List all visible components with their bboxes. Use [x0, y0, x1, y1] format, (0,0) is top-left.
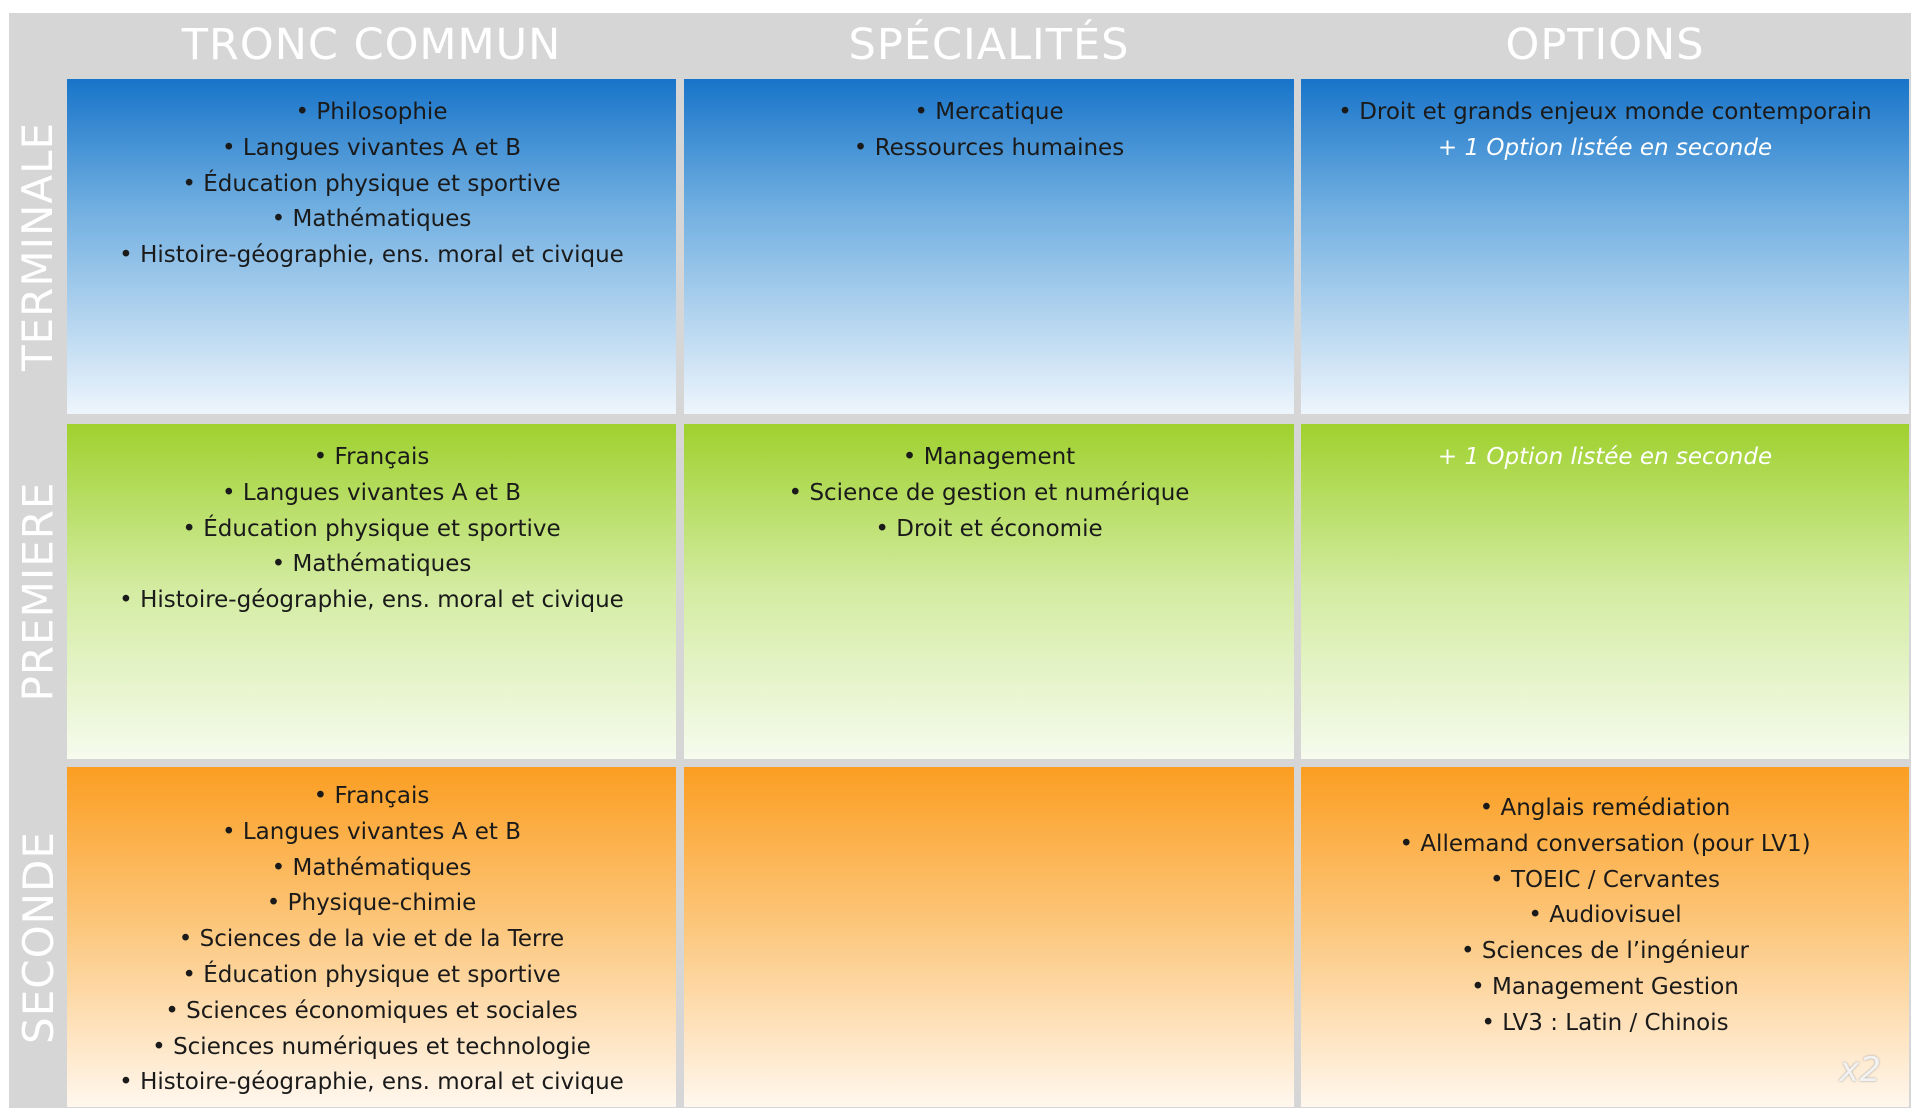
- row-label-premiere: PREMIERE: [13, 481, 63, 702]
- cell-seconde-tronc-commun: Français Langues vivantes A et B Mathéma…: [67, 767, 676, 1107]
- list-item: Éducation physique et sportive: [67, 958, 676, 994]
- list-item: Mathématiques: [67, 202, 676, 238]
- column-header-tronc-commun: TRONC COMMUN: [181, 20, 562, 70]
- list-item: Sciences de l’ingénieur: [1301, 934, 1909, 970]
- subject-list: Anglais remédiation Allemand conversatio…: [1301, 791, 1909, 1042]
- cell-premiere-tronc-commun: Français Langues vivantes A et B Éducati…: [67, 424, 676, 759]
- list-item: Histoire-géographie, ens. moral et civiq…: [67, 238, 676, 274]
- watermark-label: x2: [1839, 1050, 1881, 1091]
- option-note: + 1 Option listée en seconde: [1437, 444, 1773, 470]
- list-item: Mathématiques: [67, 547, 676, 583]
- list-item: Allemand conversation (pour LV1): [1301, 827, 1909, 863]
- list-item: Éducation physique et sportive: [67, 167, 676, 203]
- list-item: Langues vivantes A et B: [67, 131, 676, 167]
- list-item: Histoire-géographie, ens. moral et civiq…: [67, 583, 676, 619]
- subject-list: Français Langues vivantes A et B Éducati…: [67, 440, 676, 619]
- option-note: + 1 Option listée en seconde: [1437, 134, 1773, 161]
- cell-premiere-options: + 1 Option listée en seconde: [1301, 424, 1909, 759]
- row-label-seconde: SECONDE: [13, 830, 63, 1044]
- subject-list: Management Science de gestion et numériq…: [684, 440, 1294, 547]
- list-item: Mathématiques: [67, 851, 676, 887]
- row-header-seconde: SECONDE: [9, 767, 67, 1107]
- cell-premiere-specialites: Management Science de gestion et numériq…: [684, 424, 1294, 759]
- cell-terminale-specialites: Mercatique Ressources humaines: [684, 79, 1294, 414]
- cell-seconde-specialites: [684, 767, 1294, 1107]
- list-item: Droit et grands enjeux monde contemporai…: [1301, 95, 1909, 131]
- list-item: Management Gestion: [1301, 970, 1909, 1006]
- list-item: Management: [684, 440, 1294, 476]
- subject-list: Droit et grands enjeux monde contemporai…: [1301, 95, 1909, 131]
- list-item: Anglais remédiation: [1301, 791, 1909, 827]
- column-header-specialites: SPÉCIALITÉS: [848, 20, 1130, 70]
- row-header-premiere: PREMIERE: [9, 424, 67, 759]
- list-item: Français: [67, 779, 676, 815]
- list-item: TOEIC / Cervantes: [1301, 863, 1909, 899]
- list-item: Mercatique: [684, 95, 1294, 131]
- list-item: Langues vivantes A et B: [67, 476, 676, 512]
- list-item: Audiovisuel: [1301, 898, 1909, 934]
- row-label-terminale: TERMINALE: [13, 121, 63, 372]
- list-item: Sciences numériques et technologie: [67, 1030, 676, 1066]
- list-item: Français: [67, 440, 676, 476]
- list-item: Ressources humaines: [684, 131, 1294, 167]
- subject-list: Philosophie Langues vivantes A et B Éduc…: [67, 95, 676, 274]
- list-item: Science de gestion et numérique: [684, 476, 1294, 512]
- row-header-terminale: TERMINALE: [9, 79, 67, 414]
- list-item: Éducation physique et sportive: [67, 512, 676, 548]
- cell-seconde-options: Anglais remédiation Allemand conversatio…: [1301, 767, 1909, 1107]
- list-item: Physique-chimie: [67, 886, 676, 922]
- list-item: Sciences de la vie et de la Terre: [67, 922, 676, 958]
- list-item: Histoire-géographie, ens. moral et civiq…: [67, 1065, 676, 1101]
- list-item: LV3 : Latin / Chinois: [1301, 1006, 1909, 1042]
- cell-terminale-options: Droit et grands enjeux monde contemporai…: [1301, 79, 1909, 414]
- subject-list: Français Langues vivantes A et B Mathéma…: [67, 779, 676, 1101]
- subject-list: Mercatique Ressources humaines: [684, 95, 1294, 167]
- list-item: Sciences économiques et sociales: [67, 994, 676, 1030]
- cell-terminale-tronc-commun: Philosophie Langues vivantes A et B Éduc…: [67, 79, 676, 414]
- list-item: Droit et économie: [684, 512, 1294, 548]
- list-item: Langues vivantes A et B: [67, 815, 676, 851]
- list-item: Philosophie: [67, 95, 676, 131]
- column-header-options: OPTIONS: [1505, 20, 1705, 70]
